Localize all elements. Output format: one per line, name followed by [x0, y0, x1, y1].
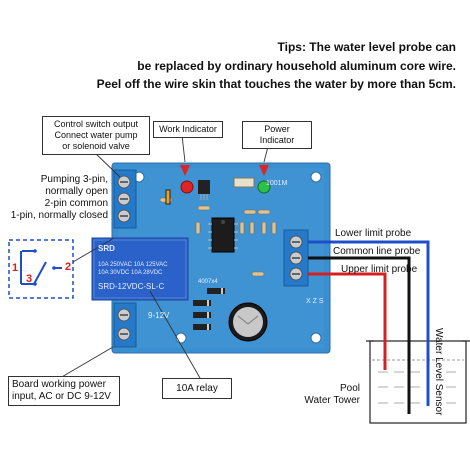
tips-line-1: Tips: The water level probe can — [277, 40, 457, 54]
mount-hole-tr — [310, 171, 322, 183]
switch-pin-3: 3 — [26, 273, 33, 285]
glass-diode — [165, 189, 171, 205]
board-model-print: 1001M — [266, 180, 288, 187]
relay-rating-2: 10A 30VDC 10A 28VDC — [98, 270, 163, 276]
callout-control-output-line1: Control switch output — [53, 119, 139, 129]
wire-lower-limit — [308, 240, 430, 406]
pins-line-4: 1-pin, normally closed — [10, 210, 108, 221]
leader-lines — [59, 134, 272, 379]
switch-pin-2: 2 — [65, 261, 72, 273]
callout-power-input: Board working power input, AC or DC 9-12… — [8, 376, 120, 406]
callout-control-output-line2: Connect water pump — [54, 130, 138, 140]
label-upper-limit-probe: Upper limit probe — [341, 264, 418, 275]
switch-diagram-frame — [8, 239, 74, 299]
label-water-tower: Water Tower — [304, 395, 360, 406]
board-voltage-print: 9-12V — [148, 311, 170, 320]
pins-line-1: Pumping 3-pin, — [40, 174, 108, 185]
relay-rating-1: 10A 250VAC 10A 125VAC — [98, 262, 168, 268]
callout-power-indicator: Power Indicator — [242, 121, 312, 149]
mount-hole-br — [310, 332, 322, 344]
label-pool: Pool — [339, 383, 360, 394]
board-diode-print: 4007x4 — [198, 279, 218, 285]
water-ripples — [378, 371, 456, 404]
led-work — [180, 180, 194, 194]
diodes — [193, 288, 225, 330]
label-lower-limit-probe: Lower limit probe — [335, 228, 412, 239]
callout-power-input-line2: input, AC or DC 9-12V — [12, 391, 111, 402]
arrow-power — [259, 165, 269, 176]
smd-chip — [233, 177, 255, 188]
arrow-work — [180, 165, 190, 176]
relay-model: SRD-12VDC-SL-C — [98, 282, 165, 291]
callout-work-indicator: Work Indicator — [153, 121, 223, 138]
relay-brand: SRD — [98, 244, 115, 253]
relay — [91, 237, 189, 301]
led-power — [257, 180, 271, 194]
water-tank — [369, 340, 467, 424]
label-water-level-sensor: Water Level Sensor — [433, 328, 444, 416]
transistor — [198, 180, 210, 194]
wire-common — [308, 256, 411, 414]
pins-line-2: normally open — [45, 186, 108, 197]
wire-upper-limit — [308, 272, 387, 370]
tips-line-3: Peel off the wire skin that touches the … — [96, 77, 456, 91]
pins-line-3: 2-pin common — [44, 198, 108, 209]
ic-chip — [211, 217, 235, 253]
tips-line-2: be replaced by ordinary household alumin… — [137, 59, 456, 73]
callout-relay: 10A relay — [162, 378, 232, 399]
callout-control-output-line3: or solenoid valve — [62, 141, 130, 151]
label-common-line-probe: Common line probe — [333, 246, 421, 257]
switch-pin-1: 1 — [12, 262, 19, 274]
board-xzs-print: X Z S — [306, 298, 324, 305]
callout-power-input-line1: Board working power — [12, 379, 106, 390]
callout-control-output: Control switch output Connect water pump… — [42, 116, 150, 155]
